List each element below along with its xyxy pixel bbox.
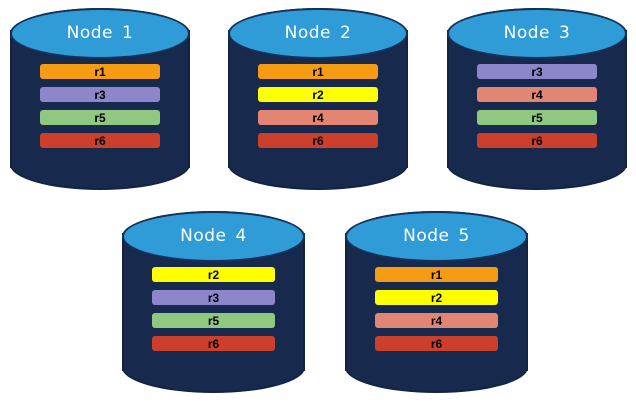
replica-list: r3 r4 r5 r6 [477,64,597,148]
replica-r6[interactable]: r6 [477,133,597,148]
node-title-word: Node [403,226,450,247]
node-title-word: Node [284,23,332,44]
node-cylinder-top: Node 4 [122,211,305,262]
node-cylinder-top: Node 5 [345,211,528,262]
replica-r6[interactable]: r6 [375,336,498,351]
node-title: Node 2 [285,23,352,43]
replica-r3[interactable]: r3 [477,64,597,79]
replica-r1[interactable]: r1 [375,267,498,282]
replica-list: r1 r2 r4 r6 [258,64,378,148]
node-title-number: 5 [458,226,470,247]
node-title-number: 3 [559,23,571,44]
node-title: Node 3 [504,23,571,43]
replica-r5[interactable]: r5 [40,110,160,125]
node-3[interactable]: Node 3 r3 r4 r5 r6 [447,8,627,190]
node-title-number: 2 [340,23,352,44]
replica-r2[interactable]: r2 [152,267,275,282]
replica-r2[interactable]: r2 [258,87,378,102]
replica-list: r1 r3 r5 r6 [40,64,160,148]
replica-r6[interactable]: r6 [40,133,160,148]
replica-r1[interactable]: r1 [40,64,160,79]
node-title-word: Node [66,23,114,44]
node-title-word: Node [180,226,227,247]
replica-r4[interactable]: r4 [477,87,597,102]
node-2[interactable]: Node 2 r1 r2 r4 r6 [228,8,408,190]
replica-list: r1 r2 r4 r6 [375,267,498,351]
replica-r1[interactable]: r1 [258,64,378,79]
node-4[interactable]: Node 4 r2 r3 r5 r6 [122,211,305,393]
replica-r5[interactable]: r5 [152,313,275,328]
node-title-number: 1 [122,23,134,44]
node-cylinder-top: Node 3 [447,8,627,59]
node-title-word: Node [503,23,551,44]
replica-r2[interactable]: r2 [375,290,498,305]
node-title: Node 1 [67,23,134,43]
node-title: Node 4 [180,226,247,246]
node-5[interactable]: Node 5 r1 r2 r4 r6 [345,211,528,393]
node-1[interactable]: Node 1 r1 r3 r5 r6 [10,8,190,190]
replica-r3[interactable]: r3 [152,290,275,305]
replica-r4[interactable]: r4 [258,110,378,125]
node-title: Node 5 [403,226,470,246]
replica-list: r2 r3 r5 r6 [152,267,275,351]
replica-r3[interactable]: r3 [40,87,160,102]
node-cylinder-top: Node 2 [228,8,408,59]
node-title-number: 4 [235,226,247,247]
replica-r6[interactable]: r6 [152,336,275,351]
replica-r4[interactable]: r4 [375,313,498,328]
replica-r6[interactable]: r6 [258,133,378,148]
replica-r5[interactable]: r5 [477,110,597,125]
node-cylinder-top: Node 1 [10,8,190,59]
